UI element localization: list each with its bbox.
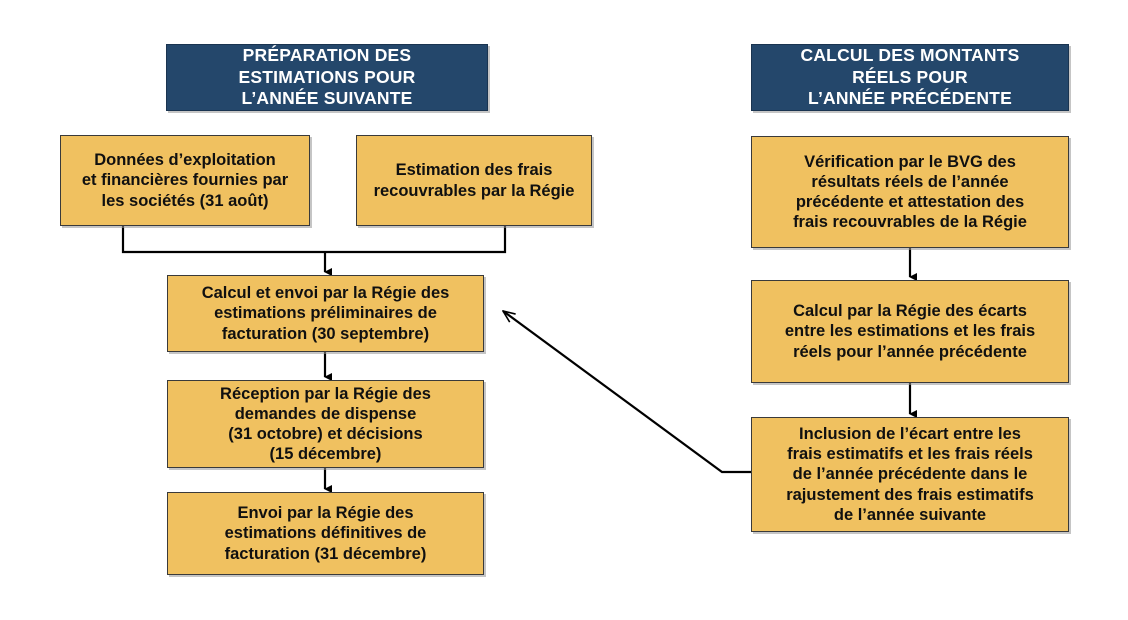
step-inclusion-ecart[interactable]: Inclusion de l’écart entre les frais est… [751, 417, 1069, 532]
step-envoi-estimations-definitives[interactable]: Envoi par la Régie des estimations défin… [167, 492, 484, 575]
connector-donnees-to-bus [121, 226, 325, 254]
step-calcul-envoi-estimations-preliminaires[interactable]: Calcul et envoi par la Régie des estimat… [167, 275, 484, 352]
step-estimation-frais-recouvrables[interactable]: Estimation des frais recouvrables par la… [356, 135, 592, 226]
step-donnees-exploitation[interactable]: Données d’exploitation et financières fo… [60, 135, 310, 226]
left-column-header: PRÉPARATION DES ESTIMATIONS POUR L’ANNÉE… [166, 44, 488, 111]
step-reception-demandes-dispense[interactable]: Réception par la Régie des demandes de d… [167, 380, 484, 468]
connector-inclusion-to-calcul-envoi [503, 311, 751, 474]
connector-estimation-to-bus [325, 226, 507, 254]
right-column-header: CALCUL DES MONTANTS RÉELS POUR L’ANNÉE P… [751, 44, 1069, 111]
step-calcul-ecarts[interactable]: Calcul par la Régie des écarts entre les… [751, 280, 1069, 383]
step-verification-bvg[interactable]: Vérification par le BVG des résultats ré… [751, 136, 1069, 248]
